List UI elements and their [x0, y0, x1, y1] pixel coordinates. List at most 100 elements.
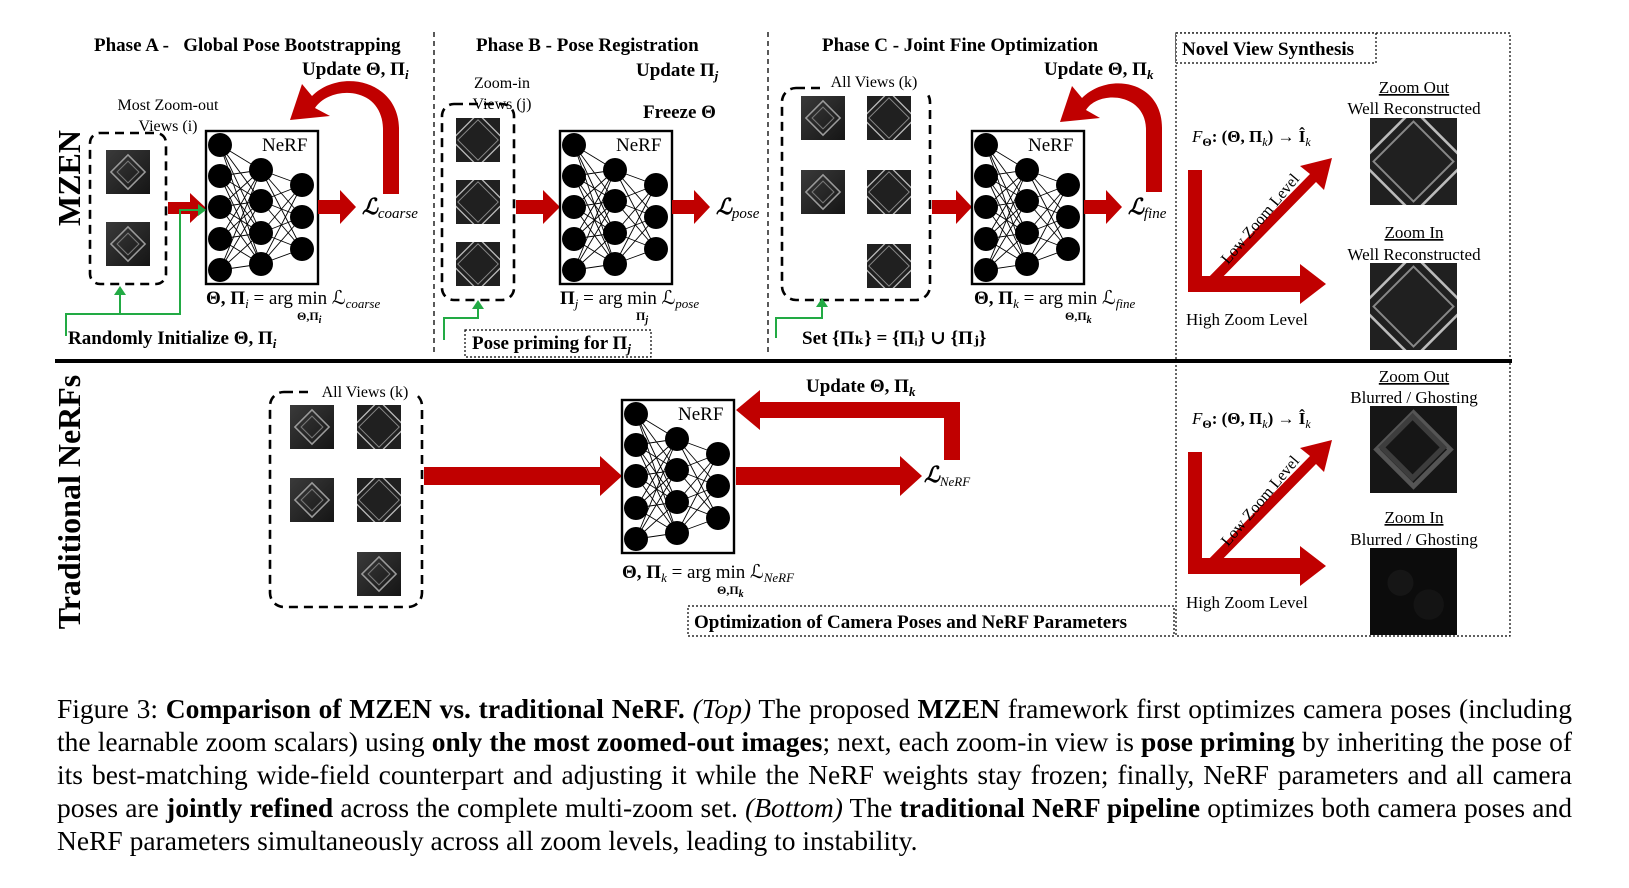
nerf-neuron: [1015, 252, 1039, 276]
phase-a-init-connector-2: [120, 209, 200, 315]
nerf-neuron: [603, 189, 627, 213]
phase-b-priming-text: Pose priming for Πj: [472, 333, 631, 356]
phase-b-update: Update Πj: [636, 60, 719, 83]
traditional-loss: ℒNeRF: [924, 462, 971, 489]
figure-caption: Figure 3: Comparison of MZEN vs. traditi…: [57, 692, 1572, 857]
zoom-out-render-top: [1370, 118, 1457, 205]
phase-c-update: Update Θ, Πk: [1044, 59, 1154, 82]
nerf-label-bg: [674, 404, 726, 424]
nerf-neuron: [603, 221, 627, 245]
caption-text: across the complete multi-zoom set.: [333, 792, 746, 823]
phase-a-views-box: [88, 131, 168, 286]
nerf-connection: [614, 184, 657, 265]
traditional-output-arrow: [736, 456, 922, 496]
traditional-nerf: All Views (k) NeRF Update Θ, Πk ℒNeRF Θ,…: [268, 376, 1175, 637]
nerf-neuron: [665, 458, 689, 482]
zoom-axes-bottom: [1188, 452, 1326, 586]
nerf-label: NeRF: [616, 135, 661, 156]
nerf-connection: [260, 184, 303, 265]
nerf-connection: [573, 200, 616, 271]
phase-c-loss: ℒfine: [1128, 194, 1167, 222]
high-zoom-label-top: High Zoom Level: [1186, 310, 1308, 329]
phase-a-input-arrow: [168, 193, 206, 223]
nerf-neuron: [665, 427, 689, 451]
phase-c-input-arrow: [932, 190, 972, 224]
phase-b-title: Phase B - Pose Registration: [476, 35, 699, 56]
caption-text: framework first optimizes camera poses (…: [57, 693, 1572, 757]
phase-b-priming-arrowhead: [472, 300, 484, 309]
nerf-neuron: [644, 237, 668, 261]
phase-b-freeze: Freeze Θ: [643, 102, 716, 123]
zoom-in-view-image: [456, 242, 500, 286]
zoom-out-render-bottom: [1370, 406, 1457, 493]
nerf-connection: [635, 438, 678, 509]
zoom-in-title-top: Zoom In: [1384, 223, 1444, 242]
nerf-neuron: [644, 205, 668, 229]
row-label-mzen: MZEN: [51, 130, 87, 226]
mzen-vs-nerf-diagram: MZEN Traditional NeRFs Phase A - Global …: [51, 32, 1512, 637]
phase-b: Phase B - Pose Registration Update Πj Fr…: [440, 35, 760, 358]
nerf-neuron: [706, 442, 730, 466]
nerf-neuron: [603, 158, 627, 182]
phase-c-output-arrow: [1084, 190, 1122, 224]
phase-a-output-arrow: [318, 190, 356, 224]
caption-figure-number: Figure 3:: [57, 693, 166, 724]
zoom-out-desc-bottom: Blurred / Ghosting: [1350, 388, 1478, 407]
phase-c-set-arrowhead: [816, 298, 828, 307]
nerf-neuron: [706, 474, 730, 498]
nerf-connection: [219, 200, 262, 271]
novel-view-formula-bottom: FΘ: (Θ, Πk) → Îk: [1191, 409, 1311, 431]
nerf-neuron: [290, 237, 314, 261]
phase-a-title: Phase A - Global Pose Bootstrapping: [94, 35, 401, 56]
traditional-views-label-bg: [308, 381, 416, 401]
all-view-image: [801, 170, 845, 214]
nerf-neuron: [974, 227, 998, 251]
nerf-neuron: [249, 252, 273, 276]
nerf-neuron: [249, 189, 273, 213]
nerf-neuron: [624, 496, 648, 520]
nerf-neuron: [249, 158, 273, 182]
nerf-neuron: [974, 258, 998, 282]
phase-c-set-text: Set {Πₖ} = {Πᵢ} ∪ {Πⱼ}: [802, 328, 986, 349]
nerf-connection: [573, 169, 616, 240]
phase-a-nerf-network: NeRF: [204, 129, 320, 286]
nerf-connection: [635, 469, 678, 540]
traditional-feedback-arrow: [736, 390, 960, 460]
phase-a-feedback-arrow: [290, 81, 399, 194]
optimization-label: Optimization of Camera Poses and NeRF Pa…: [694, 612, 1127, 633]
nerf-connection: [985, 169, 1028, 240]
phase-c-set-connector: [775, 306, 823, 338]
phase-a-init-text: Randomly Initialize Θ, Πi: [68, 328, 277, 351]
all-view-image: [867, 96, 911, 140]
nerf-connection: [1026, 184, 1069, 265]
nerf-label: NeRF: [262, 135, 307, 156]
nerf-neuron: [562, 195, 586, 219]
phase-c-feedback-arrow: [1060, 83, 1162, 192]
all-view-image: [867, 244, 911, 288]
zoom-in-title-bottom: Zoom In: [1384, 508, 1444, 527]
nerf-label: NeRF: [678, 404, 723, 425]
novel-view-panel-border: [1175, 32, 1511, 637]
phase-a-init-arrowhead: [114, 286, 126, 295]
zoom-out-title-bottom: Zoom Out: [1379, 367, 1450, 386]
phase-b-output-arrow: [672, 190, 710, 224]
caption-bold: traditional NeRF pipeline: [899, 792, 1201, 823]
all-view-image: [357, 405, 401, 449]
nerf-neuron: [1015, 189, 1039, 213]
caption-title: Comparison of MZEN vs. traditional NeRF.: [165, 693, 685, 724]
nerf-neuron: [1056, 205, 1080, 229]
phase-c-title: Phase C - Joint Fine Optimization: [822, 35, 1098, 56]
phase-b-views-box: [440, 102, 516, 302]
phase-a-equation-under: Θ,Πi: [297, 309, 322, 326]
nerf-neuron: [974, 195, 998, 219]
novel-view-formula-top: FΘ: (Θ, Πk) → Îk: [1191, 127, 1311, 149]
phase-a-init-connector: [65, 293, 121, 336]
all-view-image: [290, 478, 334, 522]
nerf-neuron: [1015, 221, 1039, 245]
phase-b-input-arrow: [516, 190, 560, 224]
caption-bold: jointly refined: [166, 792, 334, 823]
caption-text: The: [842, 792, 900, 823]
zoom-diagonal-arrow-bottom: [1202, 440, 1332, 572]
nerf-neuron: [624, 464, 648, 488]
